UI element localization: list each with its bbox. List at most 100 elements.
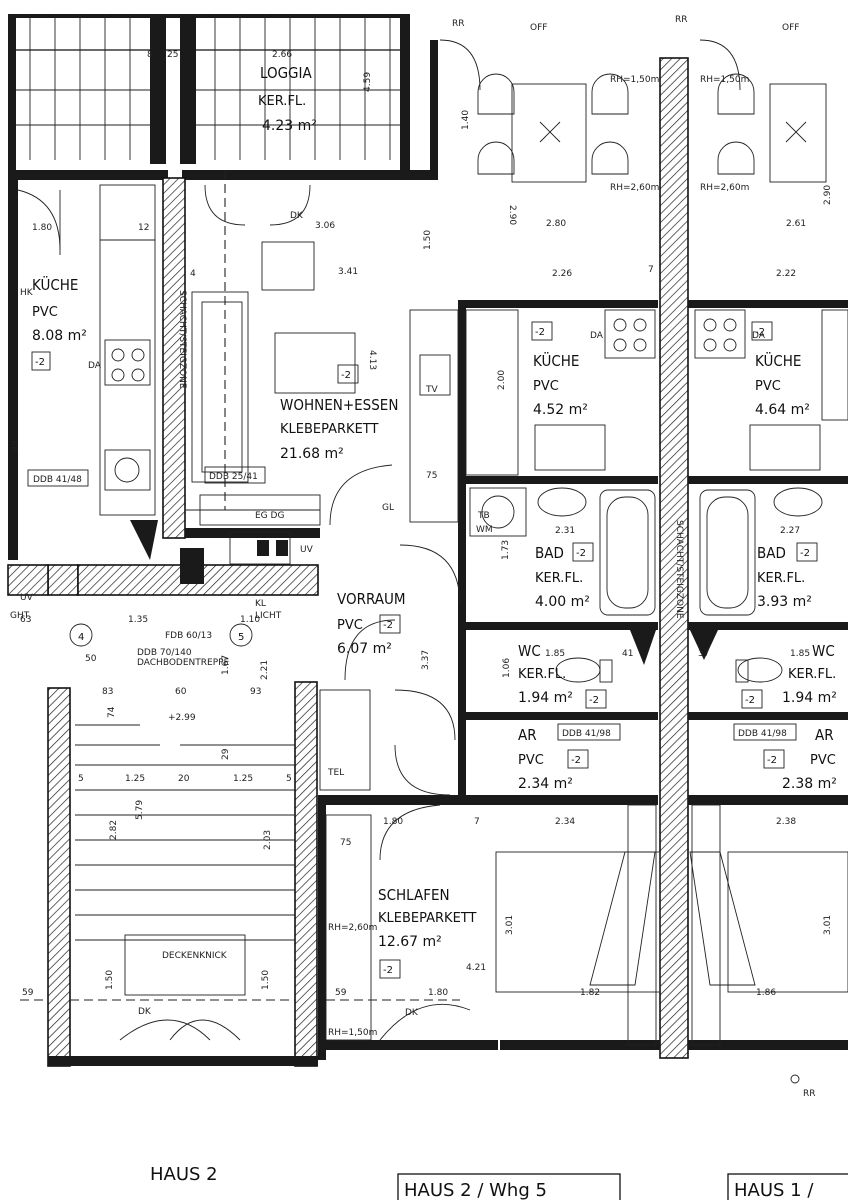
room-floor: KER.FL. xyxy=(518,667,566,682)
licht-left-label: GHT xyxy=(10,611,30,621)
room-area: 1.94 m² xyxy=(518,690,573,706)
dk-bedroom-label: DK xyxy=(405,1008,419,1018)
rr-label-3: RR xyxy=(803,1089,816,1099)
dk-label: DK xyxy=(290,211,304,221)
ddb-label-1: DDB 41/48 xyxy=(33,475,82,485)
dim-label: 3.37 xyxy=(421,650,431,670)
room-name: WOHNEN+ESSEN xyxy=(280,396,398,414)
dim-label: 1.50 xyxy=(105,970,115,990)
room-code: -2 xyxy=(755,327,765,338)
dim-label: 2.34 xyxy=(555,817,575,827)
tv-label: TV xyxy=(425,385,438,395)
eg-dg-label: EG DG xyxy=(255,511,284,521)
dim-label: 93 xyxy=(250,687,261,697)
uv-left-label: UV xyxy=(20,593,34,603)
ddb-label-2: DDB 25/41 xyxy=(209,472,258,482)
dim-label: 7 xyxy=(648,265,654,275)
off-label-1: OFF xyxy=(530,23,547,33)
gl-label: GL xyxy=(382,503,394,513)
room-floor: KLEBEPARKETT xyxy=(378,911,476,926)
dachbodentreppe-label: DACHBODENTREPPE xyxy=(137,658,230,668)
dim-label: 98 xyxy=(11,440,21,452)
room-code: -2 xyxy=(745,695,755,706)
rr-label-1: RR xyxy=(452,19,465,29)
dim-label: 2.00 xyxy=(497,370,507,390)
dim-label: 1.80 xyxy=(383,817,403,827)
room-name: LOGGIA xyxy=(260,64,312,82)
stair-number-4: 4 xyxy=(78,632,84,643)
da-label: DA xyxy=(88,361,102,371)
dimensions: 2.66 4.59 3.06 3.41 4.13 1.50 1.80 2.90 … xyxy=(11,50,833,998)
room-floor: KER.FL. xyxy=(258,94,306,109)
dim-label: 1.50 xyxy=(423,230,433,250)
licht-label: LICHT xyxy=(255,611,282,621)
dim-label: 41 xyxy=(622,649,633,659)
room-code: -2 xyxy=(535,327,545,338)
rr-label-2: RR xyxy=(675,15,688,25)
room-wc-c: WC KER.FL. 1.94 m² -2 xyxy=(741,642,837,709)
level-label: +2.99 xyxy=(168,713,196,723)
dim-label: 2.90 xyxy=(823,185,833,205)
dim-label: 3.06 xyxy=(315,221,335,231)
off-label-2: OFF xyxy=(782,23,799,33)
dim-label: 5.79 xyxy=(135,800,145,820)
room-floor: PVC xyxy=(32,305,58,320)
room-name: AR xyxy=(815,726,834,744)
dim-label: 3.01 xyxy=(505,915,515,935)
dim-label: 2.31 xyxy=(555,526,575,536)
dk-stair-label: DK xyxy=(138,1007,152,1017)
room-code: -2 xyxy=(383,965,393,976)
room-area: 2.38 m² xyxy=(782,776,837,792)
footer: HAUS 2 HAUS 2 / Whg 5 HAUS 1 / xyxy=(150,1164,848,1200)
room-area: 2.34 m² xyxy=(518,776,573,792)
room-floor: PVC xyxy=(810,753,836,768)
door-swings xyxy=(17,39,741,1041)
dim-label: 20 xyxy=(178,774,190,784)
tb-label: TB xyxy=(477,511,490,521)
dim-label: 1.25 xyxy=(233,774,253,784)
dim-label: 4.21 xyxy=(466,963,486,973)
room-name: KÜCHE xyxy=(533,351,579,370)
rh-150-label-1: RH=1,50m xyxy=(610,75,659,85)
dim-label: 2.61 xyxy=(786,219,806,229)
room-ar-b: AR PVC 2.34 m² -2 xyxy=(518,726,589,792)
dim-label: 25 xyxy=(167,50,178,60)
dim-label: 75 xyxy=(426,471,437,481)
dim-label: 29 xyxy=(221,748,231,760)
room-loggia: LOGGIA KER.FL. 4.23 m² xyxy=(258,64,317,134)
furniture xyxy=(20,73,848,1084)
uv-label: UV xyxy=(300,545,314,555)
dim-label: 12 xyxy=(138,223,149,233)
room-code: -2 xyxy=(767,755,777,766)
room-code: -2 xyxy=(571,755,581,766)
dim-label: 3.01 xyxy=(823,915,833,935)
room-code: -2 xyxy=(589,695,599,706)
room-area: 1.94 m² xyxy=(782,690,837,706)
rh-260-label-1: RH=2,60m xyxy=(610,183,659,193)
stair-number-5: 5 xyxy=(238,632,244,643)
dim-label: 2.90 xyxy=(507,205,517,225)
room-code: -2 xyxy=(341,370,351,381)
dim-label: 75 xyxy=(340,838,351,848)
dim-label: 1.85 xyxy=(545,649,565,659)
dim-label: 2.66 xyxy=(272,50,292,60)
loggia-railing xyxy=(8,14,410,174)
room-code: -2 xyxy=(576,548,586,559)
dim-label: 2.03 xyxy=(263,830,273,850)
dim-label: 59 xyxy=(22,988,34,998)
room-floor: KLEBEPARKETT xyxy=(280,422,378,437)
schacht-label-center: SCHACHT/STEIGZONE xyxy=(674,520,684,619)
room-kueche-c: KÜCHE PVC 4.64 m² -2 xyxy=(751,321,810,418)
dim-label: 1.73 xyxy=(501,540,511,560)
room-floor: KER.FL. xyxy=(757,571,805,586)
room-bad-b: BAD KER.FL. 4.00 m² -2 xyxy=(535,542,594,610)
deckenknick-label: DECKENKNICK xyxy=(162,951,228,961)
haus-title: HAUS 2 xyxy=(150,1164,218,1185)
rh-260-label-3: RH=2,60m xyxy=(328,923,377,933)
rh-260-label-2: RH=2,60m xyxy=(700,183,749,193)
walls xyxy=(7,40,848,1067)
dim-label: 59 xyxy=(335,988,347,998)
dim-label: 1.25 xyxy=(125,774,145,784)
room-bad-c: BAD KER.FL. 3.93 m² -2 xyxy=(757,542,818,610)
